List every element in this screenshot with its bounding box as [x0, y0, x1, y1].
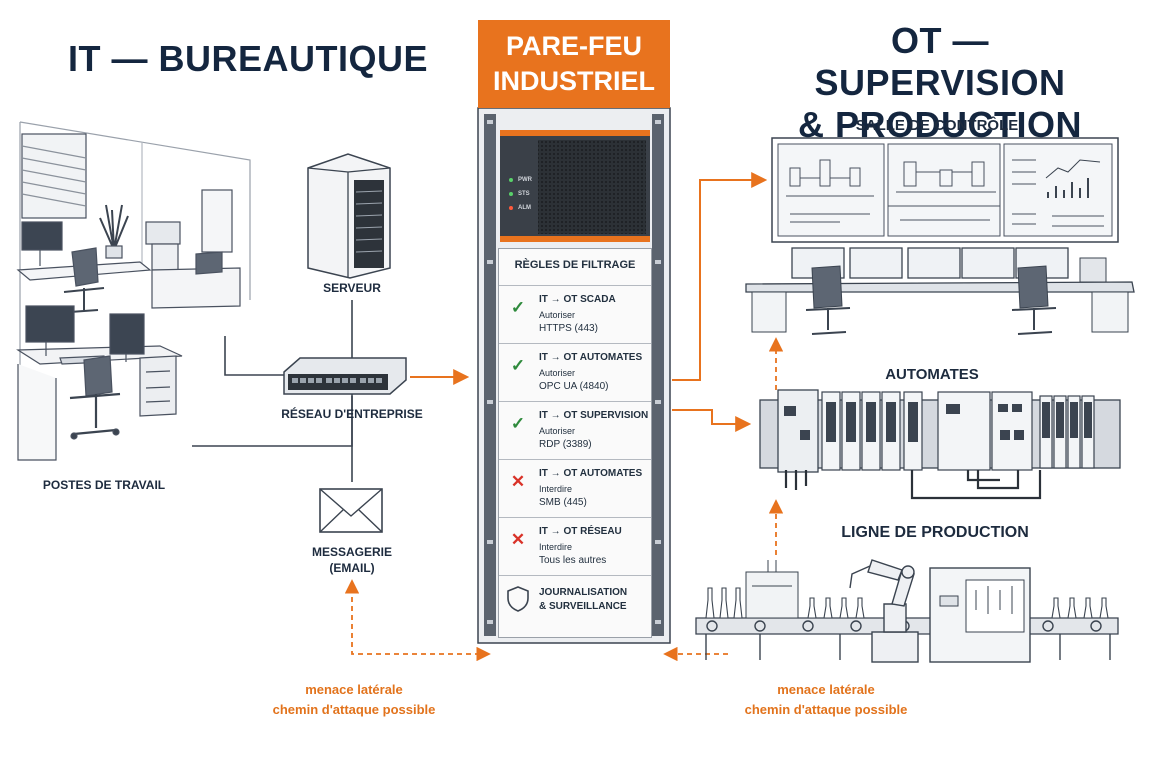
led-alm-label: ALM [518, 205, 531, 211]
envelope-icon [319, 488, 383, 533]
plc-illustration [759, 389, 1121, 500]
firewall-title: PARE-FEU INDUSTRIEL [478, 20, 670, 108]
server-label: SERVEUR [323, 281, 381, 295]
check-icon: ✓ [510, 298, 526, 317]
rule-path: IT → OT AUTOMATES [539, 352, 643, 363]
rule-path: IT → OT SCADA [539, 294, 616, 305]
filtering-rules-panel: RÈGLES DE FILTRAGE ✓ IT → OT SCADA Autoris… [498, 248, 652, 638]
control-room-illustration [745, 137, 1135, 335]
plc-label: AUTOMATES [885, 366, 979, 383]
rule-protocol: Tous les autres [539, 555, 607, 566]
production-line-label: LIGNE DE PRODUCTION [841, 524, 1029, 541]
rule-path: IT → OT AUTOMATES [539, 468, 643, 479]
firewall-title-line2: INDUSTRIEL [493, 66, 655, 96]
ot-title-line2: & PRODUCTION [798, 104, 1082, 145]
rule-action: Autoriser [539, 310, 576, 320]
logging-line1: JOURNALISATION [539, 587, 628, 598]
control-room-label: SALLE DE CONTRÔLE [855, 117, 1019, 134]
shield-icon [507, 586, 529, 612]
check-icon: ✓ [510, 414, 526, 433]
network-switch [283, 357, 407, 395]
office-illustration [16, 121, 251, 461]
left-threat-line1: menace latérale [305, 682, 403, 697]
it-network-links [192, 300, 353, 482]
logging-label: JOURNALISATION & SURVEILLANCE [539, 586, 627, 614]
rule-action: Autoriser [539, 368, 576, 378]
check-icon: ✓ [510, 356, 526, 375]
cross-icon: ✕ [510, 530, 526, 549]
logging-row: JOURNALISATION & SURVEILLANCE [499, 575, 651, 636]
led-sts-label: STS [518, 191, 530, 197]
rule-protocol: SMB (445) [539, 497, 587, 508]
rule-action: Autoriser [539, 426, 576, 436]
rule-action: Interdire [539, 484, 573, 494]
led-pwr-label: PWR [518, 177, 532, 183]
ot-title-line1: OT — SUPERVISION [814, 20, 1066, 103]
right-threat-line2: chemin d'attaque possible [744, 702, 908, 717]
threat-paths [344, 337, 784, 662]
it-section-title: IT — BUREAUTIQUE [68, 38, 429, 79]
left-threat-note: menace latérale chemin d'attaque possibl… [254, 680, 454, 720]
mail-label: MESSAGERIE (EMAIL) [290, 544, 414, 576]
rule-path: IT → OT RÉSEAU [539, 526, 622, 537]
network-label: RÉSEAU D'ENTREPRISE [281, 407, 423, 421]
workstations-label: POSTES DE TRAVAIL [42, 478, 166, 492]
production-line-illustration [695, 559, 1119, 663]
left-threat-line2: chemin d'attaque possible [272, 702, 436, 717]
flow-arrows [410, 172, 768, 432]
rule-path: IT → OT SUPERVISION [539, 410, 649, 421]
right-threat-line1: menace latérale [777, 682, 875, 697]
rules-title: RÈGLES DE FILTRAGE [514, 259, 636, 271]
server-illustration [307, 153, 391, 279]
right-threat-note: menace latérale chemin d'attaque possibl… [726, 680, 926, 720]
logging-line2: & SURVEILLANCE [539, 601, 627, 612]
rule-protocol: OPC UA (4840) [539, 381, 609, 392]
rule-action: Interdire [539, 542, 573, 552]
mail-label-line2: (EMAIL) [329, 561, 375, 575]
ot-section-title: OT — SUPERVISION & PRODUCTION [780, 20, 1100, 146]
rule-protocol: RDP (3389) [539, 439, 592, 450]
mail-label-line1: MESSAGERIE [311, 545, 392, 559]
rule-protocol: HTTPS (443) [539, 323, 598, 334]
firewall-title-line1: PARE-FEU [505, 31, 642, 61]
cross-icon: ✕ [510, 472, 526, 491]
